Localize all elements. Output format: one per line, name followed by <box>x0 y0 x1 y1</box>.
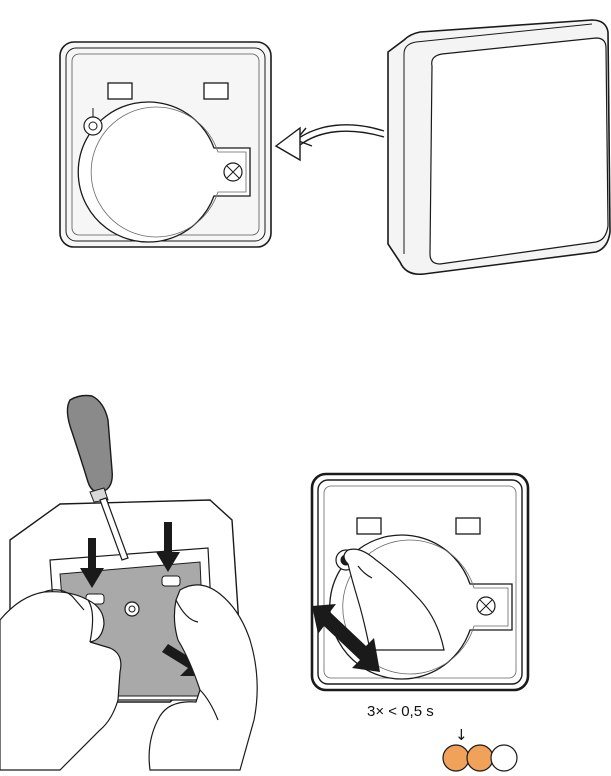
led-indicator-2 <box>467 745 493 771</box>
device-plate-bottom-right <box>312 474 528 690</box>
cover-box-top <box>388 20 610 274</box>
remove-cover-arrow-icon <box>276 125 384 160</box>
press-timing-label: 3× < 0,5 s <box>367 703 487 720</box>
led-indicator-1 <box>443 745 469 771</box>
back-plate-top <box>60 42 271 247</box>
led-indicators <box>443 745 517 771</box>
down-arrow-icon: ↓ <box>455 726 468 744</box>
led-indicator-3 <box>491 745 517 771</box>
